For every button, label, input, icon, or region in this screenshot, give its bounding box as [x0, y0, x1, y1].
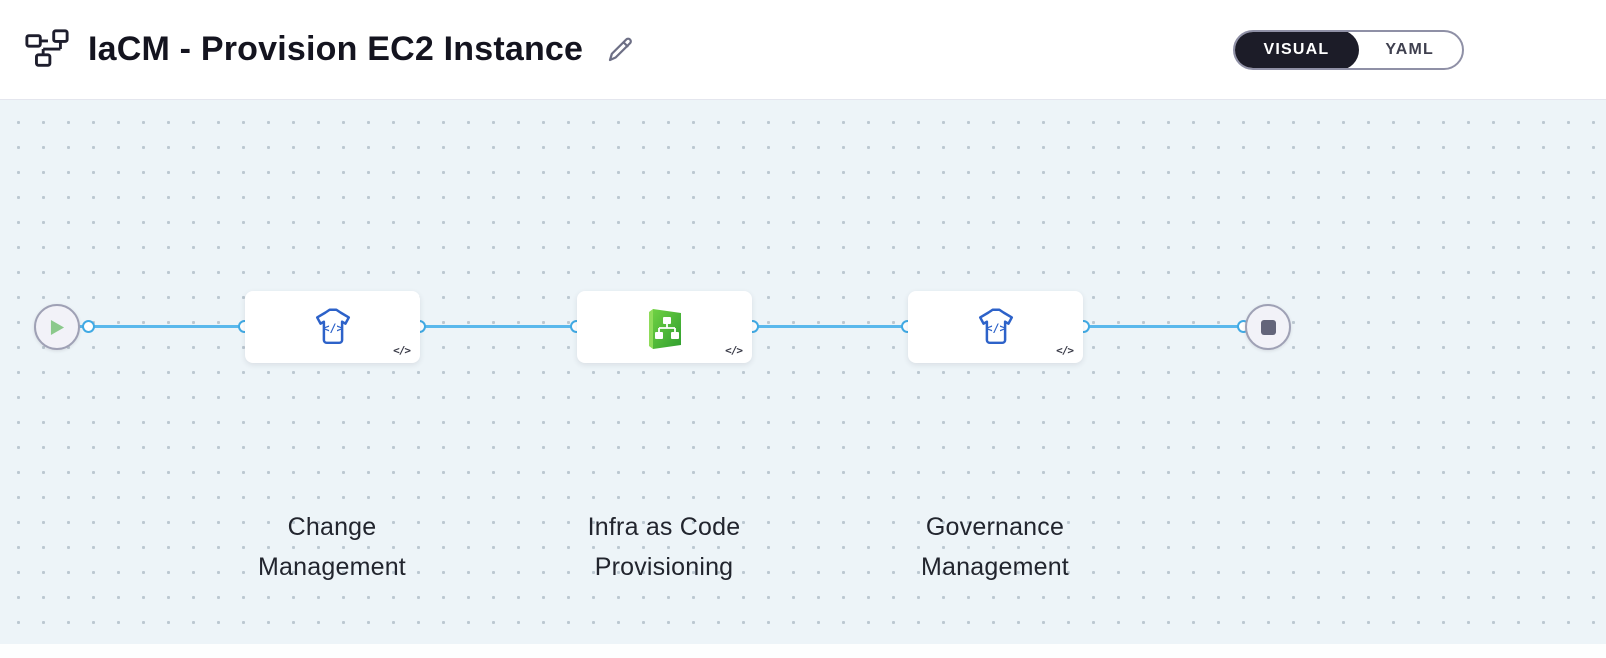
canvas-bottom-strip	[0, 644, 1606, 658]
stage-label-governance-management: Governance Management	[921, 513, 1069, 581]
stage-label-infra-as-code-provisioning: Infra as Code Provisioning	[587, 513, 741, 581]
code-badge: </>	[725, 344, 743, 357]
pencil-icon[interactable]	[605, 35, 635, 65]
connector-line	[1083, 325, 1263, 328]
stop-icon	[1260, 319, 1276, 335]
pipeline-canvas[interactable]: </> </> Change Management	[0, 100, 1606, 644]
custom-stage-icon: </>	[973, 304, 1019, 350]
custom-stage-icon: </>	[310, 304, 356, 350]
svg-text:</>: </>	[985, 321, 1006, 335]
stage-card-infra-as-code-provisioning[interactable]: </>	[577, 291, 752, 363]
connector-line	[752, 325, 912, 328]
infra-as-code-icon	[641, 303, 689, 351]
svg-text:</>: </>	[322, 321, 343, 335]
connector-line	[420, 325, 580, 328]
connector-line	[57, 325, 247, 328]
stage-label-change-management: Change Management	[258, 513, 406, 581]
pipeline-graph-icon	[24, 27, 70, 73]
toggle-visual[interactable]: VISUAL	[1235, 31, 1360, 68]
play-icon	[50, 319, 65, 336]
header: IaCM - Provision EC2 Instance VISUAL YAM…	[0, 0, 1606, 100]
code-badge: </>	[1056, 344, 1074, 357]
pipeline-title: IaCM - Provision EC2 Instance	[88, 30, 584, 68]
view-toggle: VISUAL YAML	[1233, 29, 1464, 70]
stage-card-change-management[interactable]: </> </>	[245, 291, 420, 363]
stage-card-governance-management[interactable]: </> </>	[908, 291, 1083, 363]
start-node	[34, 304, 80, 350]
end-node	[1245, 304, 1291, 350]
code-badge: </>	[393, 344, 411, 357]
toggle-yaml[interactable]: YAML	[1357, 32, 1462, 68]
connector-dot	[82, 320, 95, 333]
